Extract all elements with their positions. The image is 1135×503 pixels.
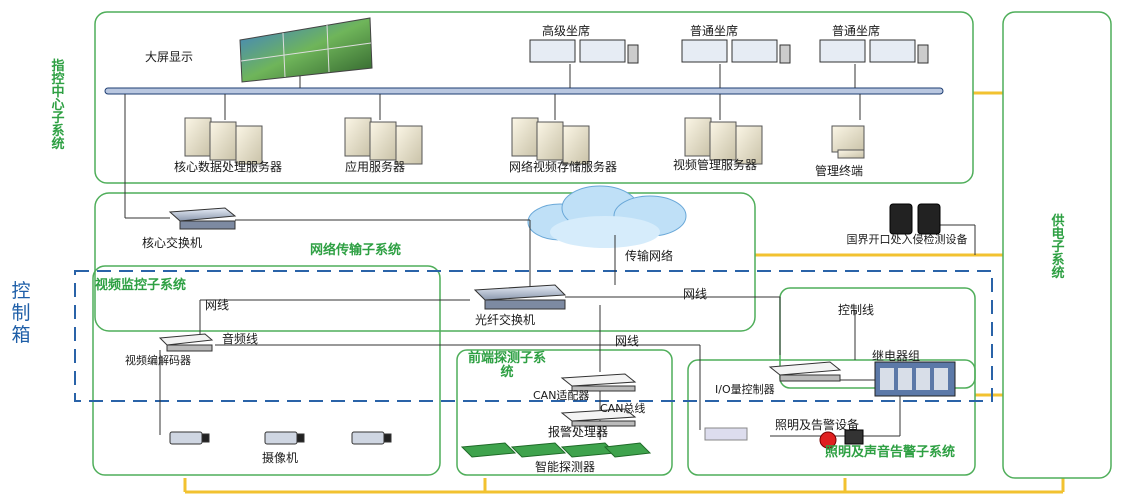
network-transport-box [94, 192, 756, 332]
network-line-2-label: 网线 [683, 287, 708, 301]
power-label: 供电子系统 [1051, 214, 1065, 281]
video-codec-label: 视频编解码器 [125, 354, 191, 367]
relay-group-icon [874, 361, 956, 397]
alarm-light-label: 照明及声音告警子系统 [824, 445, 955, 460]
front-detect-box [456, 349, 673, 476]
smart-detector-icons [460, 442, 652, 458]
smart-detector-label: 智能探测器 [535, 460, 596, 474]
video-monitor-label: 视频监控子系统 [95, 278, 187, 293]
alarm-processor-icon [560, 408, 637, 427]
video-monitor-box [92, 265, 441, 476]
network-line-3-label: 网线 [615, 334, 640, 348]
can-bus-label: CAN总线 [600, 402, 646, 415]
optical-switch-icon [473, 284, 567, 310]
monitor-icons [529, 39, 929, 64]
core-switch-label: 核心交换机 [142, 236, 203, 250]
video-mgmt-server-label: 视频管理服务器 [672, 158, 757, 172]
video-wall-icon [239, 17, 373, 83]
core-switch-icon [168, 207, 237, 230]
core-data-server-label: 核心数据处理服务器 [173, 160, 282, 174]
server-icons [184, 117, 865, 165]
video-codec-icon [158, 333, 214, 352]
io-controller-label: I/O量控制器 [715, 383, 775, 396]
mgmt-terminal-label: 管理终端 [815, 164, 864, 178]
control-box-frame [74, 270, 993, 402]
app-server-label: 应用服务器 [345, 160, 406, 174]
optical-switch-label: 光纤交换机 [475, 313, 536, 327]
control-box-label: 控制箱 [11, 280, 31, 346]
audio-line-label: 音频线 [222, 332, 259, 346]
main-bus [104, 87, 944, 219]
network-transport-label: 网络传输子系统 [310, 243, 402, 258]
camera-icons [169, 431, 392, 445]
alarm-processor-label: 报警处理器 [548, 425, 609, 439]
alarm-light-box [687, 359, 976, 476]
camera-label: 摄像机 [262, 451, 299, 465]
border-detect-icon [889, 203, 941, 235]
border-detect-label: 国界开口处入侵检测设备 [846, 233, 968, 246]
relay-group-label: 继电器组 [872, 349, 921, 363]
can-adapter-icon [560, 373, 637, 392]
transport-network-label: 传输网络 [625, 249, 674, 263]
big-screen-label: 大屏显示 [145, 50, 194, 64]
video-storage-server-label: 网络视频存储服务器 [508, 160, 617, 174]
io-controller-icon [768, 361, 842, 382]
front-detect-label: 前端探测子系统 [467, 351, 546, 380]
power-lines [183, 91, 1065, 494]
light-alarm-device-label: 照明及告警设备 [775, 418, 860, 432]
normal-seat-2-label: 普通坐席 [832, 24, 881, 38]
transport-cloud-icon [527, 185, 687, 248]
power-box [1002, 11, 1112, 479]
can-adapter-label: CAN适配器 [533, 389, 590, 402]
network-line-1-label: 网线 [205, 298, 230, 312]
command-center-box [94, 11, 974, 184]
alarm-devices-icons [704, 427, 864, 449]
senior-seat-label: 高级坐席 [542, 24, 591, 38]
control-line-label: 控制线 [838, 303, 875, 317]
command-center-label: 指控中心子系统 [51, 59, 65, 152]
normal-seat-1-label: 普通坐席 [690, 24, 739, 38]
